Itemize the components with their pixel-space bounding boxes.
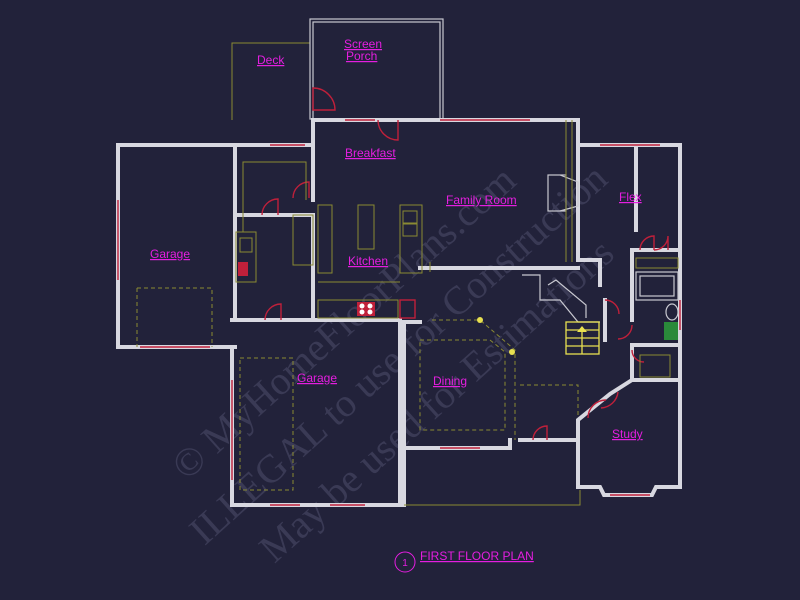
windows: [117, 119, 681, 506]
room-labels: Deck Screen Porch Breakfast Family Room …: [150, 37, 643, 441]
deck-porch-outline: [231, 18, 444, 120]
fireplace: [429, 120, 579, 272]
dining-fixtures: [136, 287, 581, 506]
label-study: Study: [612, 427, 643, 441]
doors: [261, 87, 669, 441]
label-garage-2: Garage: [297, 371, 337, 385]
drawing-title-text: FIRST FLOOR PLAN: [420, 549, 534, 563]
label-flex: Flex: [619, 190, 642, 204]
label-screen-porch-line1: Screen: [344, 37, 382, 51]
bath-fixtures: [635, 257, 679, 378]
label-breakfast: Breakfast: [345, 146, 396, 160]
label-dining: Dining: [433, 374, 467, 388]
label-screen-porch-line2: Porch: [346, 49, 377, 63]
label-family-room: Family Room: [446, 193, 517, 207]
drawing-title: 1 FIRST FLOOR PLAN: [394, 549, 534, 573]
drawing-number: 1: [402, 558, 408, 569]
watermark-line-3: May be used for Estimations: [250, 230, 622, 571]
stairs: [522, 274, 600, 355]
label-kitchen: Kitchen: [348, 254, 388, 268]
drawing-number-circle: [394, 551, 416, 573]
label-garage-1: Garage: [150, 247, 190, 261]
label-deck: Deck: [257, 53, 285, 67]
kitchen-fixtures: [235, 161, 423, 319]
